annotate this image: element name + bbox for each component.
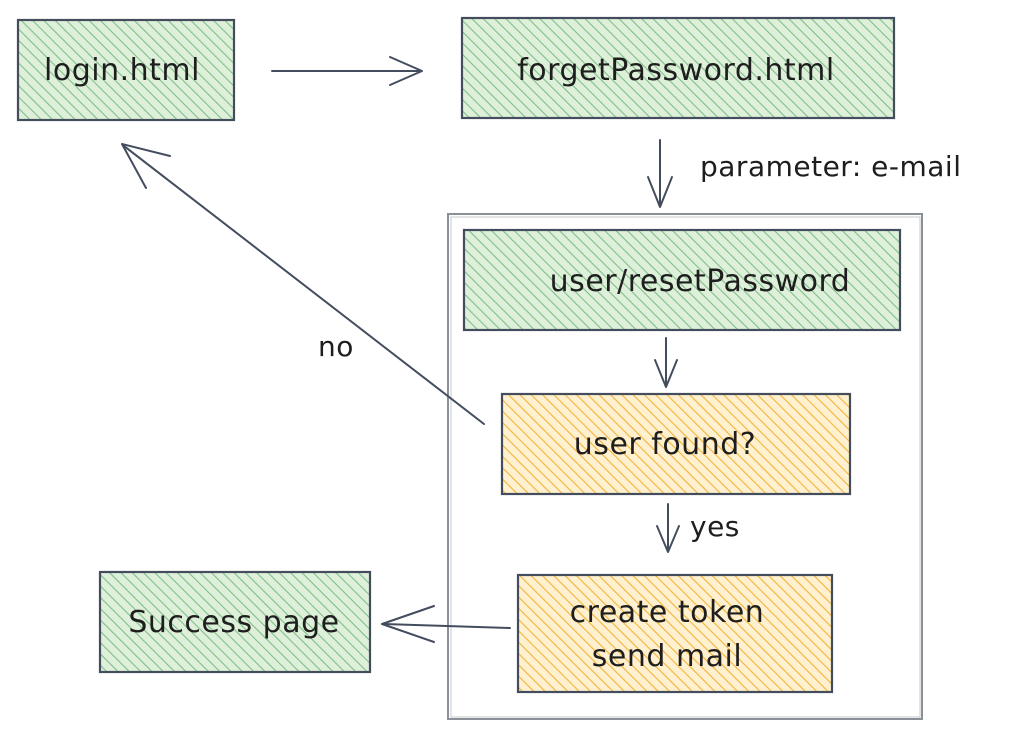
node-login[interactable]: login.html: [16, 18, 236, 122]
arrow-token-to-success: [381, 605, 511, 643]
node-create-token[interactable]: create token send mail: [516, 573, 834, 694]
edge-label-yes: yes: [690, 510, 740, 543]
node-forget-password[interactable]: forgetPassword.html: [460, 16, 896, 120]
node-success-page-label: Success page: [128, 605, 339, 640]
edge-label-parameter: parameter: e-mail: [700, 150, 961, 183]
arrow-found-to-token: [656, 503, 680, 553]
edge-label-no: no: [318, 330, 354, 363]
node-success-page[interactable]: Success page: [98, 570, 372, 674]
arrow-found-to-login: [121, 143, 485, 425]
node-reset-password[interactable]: user/resetPassword: [462, 228, 902, 332]
node-reset-password-label: user/resetPassword: [550, 264, 851, 299]
arrow-forget-to-reset: [647, 139, 673, 208]
node-forget-password-label: forgetPassword.html: [517, 53, 834, 88]
arrow-login-to-forget: [271, 56, 423, 86]
node-login-label: login.html: [44, 53, 200, 88]
node-create-token-line1: create token: [570, 595, 765, 630]
node-create-token-line2: send mail: [592, 639, 742, 674]
node-user-found[interactable]: user found?: [500, 392, 852, 496]
arrow-reset-to-found: [654, 337, 678, 388]
server-process-container: [447, 213, 923, 720]
node-user-found-label: user found?: [574, 427, 756, 462]
